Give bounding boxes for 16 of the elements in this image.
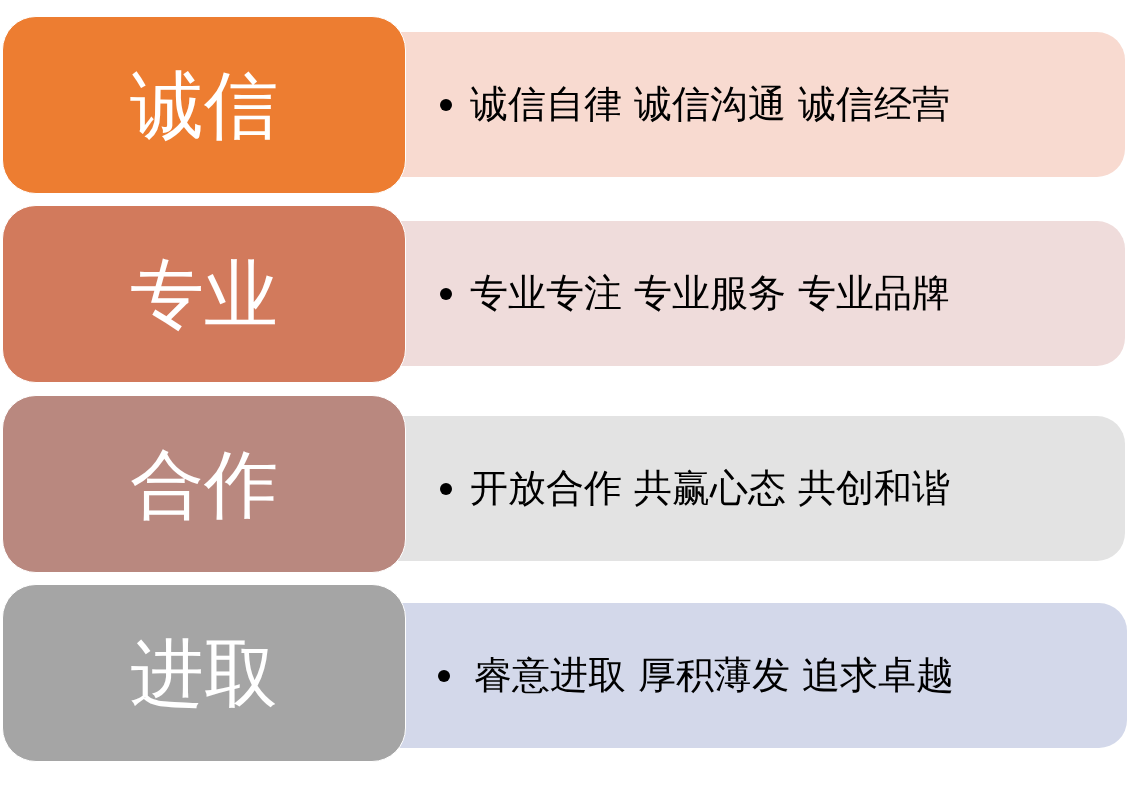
description-bar (398, 416, 1125, 561)
description-text: 开放合作 共赢心态 共创和谐 (470, 467, 951, 510)
category-box (2, 205, 406, 383)
description-bar (400, 603, 1127, 748)
description-text: 专业专注 专业服务 专业品牌 (470, 272, 951, 315)
category-box (2, 584, 406, 762)
category-label: 专业 (130, 257, 278, 331)
category-box (2, 16, 406, 194)
description-bar (398, 221, 1125, 366)
description-bar (398, 32, 1125, 177)
category-label: 诚信 (130, 68, 278, 142)
description-text: 睿意进取 厚积薄发 追求卓越 (474, 654, 955, 697)
category-label: 合作 (130, 447, 278, 521)
category-box (2, 395, 406, 573)
description-text: 诚信自律 诚信沟通 诚信经营 (470, 83, 951, 126)
category-label: 进取 (130, 636, 278, 710)
